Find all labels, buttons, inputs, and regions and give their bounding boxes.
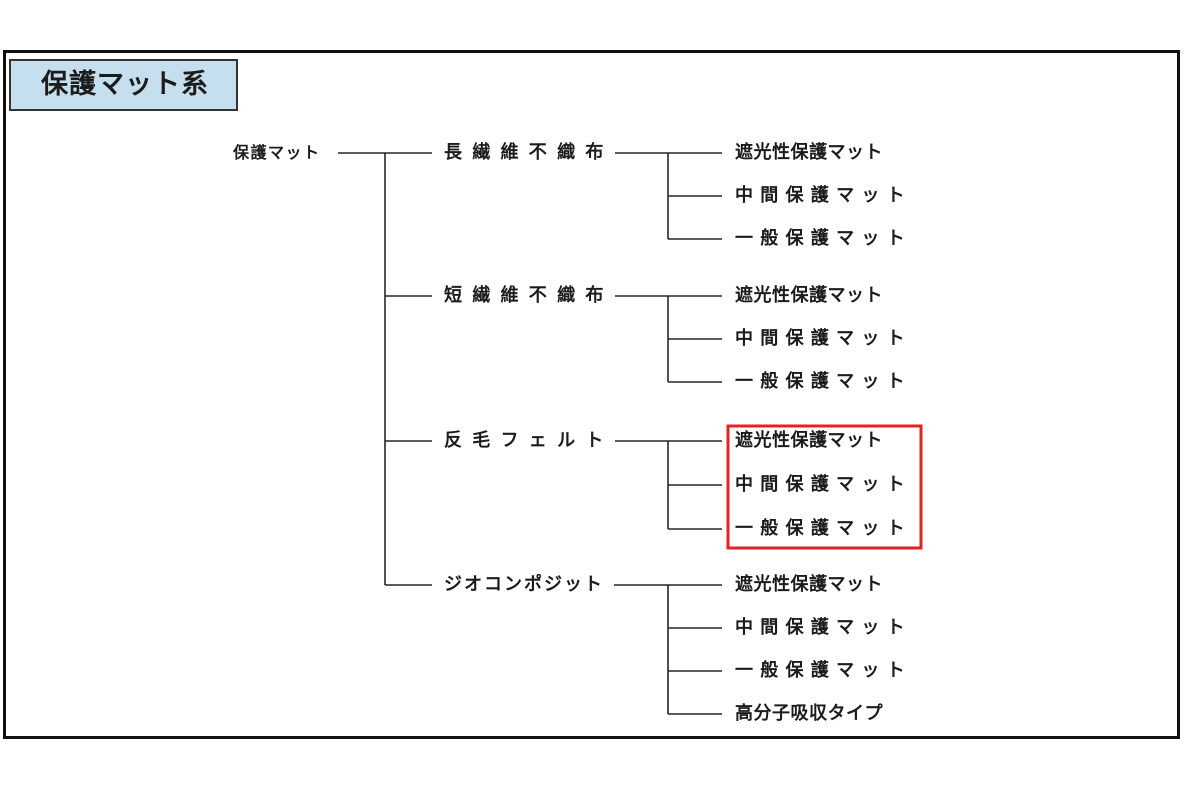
title-box: 保護マット系 [9, 59, 238, 111]
product-shading-mat: 遮光性保護マット [735, 285, 883, 306]
product-superabsorbent-type: 高分子吸収タイプ [735, 703, 883, 724]
category-recycled-felt: 反 毛 フ ェ ル ト [432, 429, 616, 453]
category-geocomposite: ジオコンポジット [432, 573, 614, 597]
product-general-mat: 一 般 保 護 マ ッ ト [735, 518, 906, 539]
category-long-fiber-nonwoven: 長 繊 維 不 織 布 [432, 141, 616, 165]
product-general-mat: 一 般 保 護 マ ッ ト [735, 371, 906, 392]
product-intermediate-mat: 中 間 保 護 マ ッ ト [735, 185, 906, 206]
product-intermediate-mat: 中 間 保 護 マ ッ ト [735, 328, 906, 349]
highlight-box [726, 424, 923, 550]
page-frame [3, 50, 1180, 739]
product-shading-mat: 遮光性保護マット [735, 142, 883, 163]
product-general-mat: 一 般 保 護 マ ッ ト [735, 228, 906, 249]
product-intermediate-mat: 中 間 保 護 マ ッ ト [735, 474, 906, 495]
product-intermediate-mat: 中 間 保 護 マ ッ ト [735, 617, 906, 638]
product-shading-mat: 遮光性保護マット [735, 574, 883, 595]
product-general-mat: 一 般 保 護 マ ッ ト [735, 660, 906, 681]
page-title: 保護マット系 [41, 69, 209, 100]
category-short-fiber-nonwoven: 短 繊 維 不 織 布 [432, 284, 616, 308]
product-shading-mat: 遮光性保護マット [735, 430, 883, 451]
root-node: 保護マット [233, 143, 321, 162]
